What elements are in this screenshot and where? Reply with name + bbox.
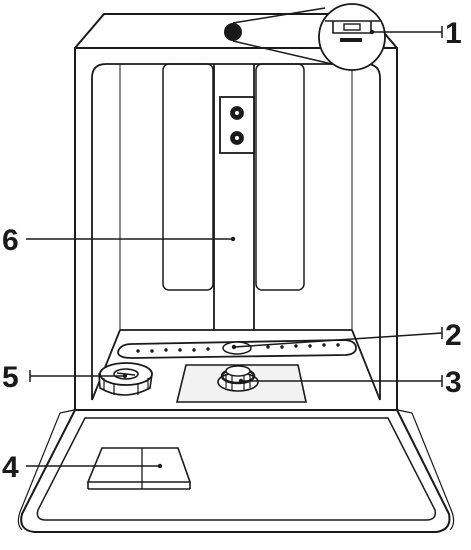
leader-5	[29, 370, 128, 382]
inner-tub	[91, 63, 381, 401]
door	[17, 409, 455, 533]
detail-circle	[318, 3, 386, 71]
filter-assembly	[175, 364, 307, 403]
tub-floor-left-edge	[91, 329, 121, 401]
leader-3	[238, 375, 443, 387]
detail-magnifier	[224, 3, 386, 71]
door-outer-edge	[20, 409, 451, 533]
callout-6: 6	[2, 224, 19, 257]
detergent-dispenser	[86, 447, 192, 490]
tub-floor-right-edge	[351, 329, 381, 401]
rear-rail-right	[255, 63, 305, 291]
callout-4: 4	[2, 451, 19, 484]
detail-spot	[224, 23, 242, 41]
rear-rail-left	[162, 63, 214, 291]
cabinet-outline	[74, 13, 398, 410]
door-lip	[17, 409, 75, 531]
lower-spray-arm	[117, 339, 357, 359]
door-inner-panel	[36, 417, 437, 521]
callout-leaders	[26, 26, 443, 469]
callout-2: 2	[445, 319, 462, 352]
tub-back-wall	[91, 63, 381, 400]
salt-container-cap	[98, 362, 153, 396]
callout-1: 1	[445, 17, 462, 50]
leader-4	[26, 463, 163, 469]
callout-3: 3	[445, 366, 462, 399]
callout-5: 5	[2, 361, 19, 394]
leader-1	[369, 26, 443, 38]
callout-labels: 1 2 3 4 5 6	[2, 17, 462, 484]
water-supply-tube	[213, 64, 255, 330]
leader-2	[231, 327, 443, 350]
leader-6	[26, 236, 236, 242]
